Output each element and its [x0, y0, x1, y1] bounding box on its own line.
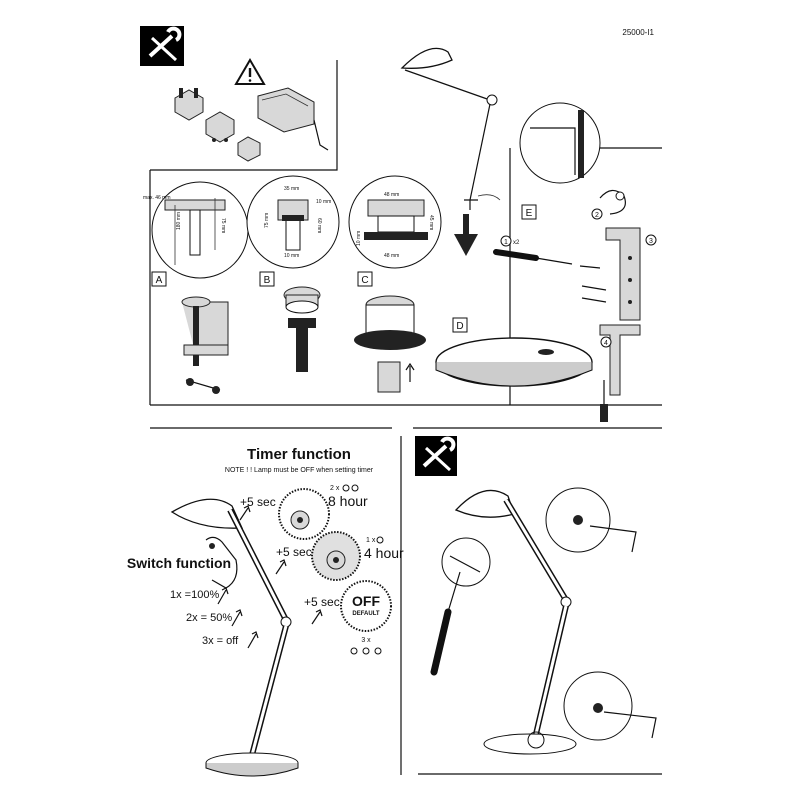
dim-c-48-top: 48 mm [384, 192, 399, 198]
dim-a-max: max. 46 mm [143, 195, 171, 201]
base-insert-illustration [354, 295, 426, 393]
svg-text:A: A [156, 275, 163, 286]
timer-note: NOTE ! ! Lamp must be OFF when setting t… [225, 467, 374, 474]
svg-text:4: 4 [604, 340, 608, 347]
svg-text:B: B [264, 275, 271, 286]
detail-circle-a [151, 181, 249, 279]
power-adapter-illustration [174, 87, 329, 162]
timer-dial-off [340, 580, 392, 632]
timer-count-3x: 3 x [361, 637, 371, 644]
step-1-quantity: x2 [513, 240, 520, 246]
timer-off: OFF [352, 593, 380, 609]
timer-title: Timer function [247, 446, 351, 463]
timer-plus5-third: +5 sec [304, 595, 340, 609]
bottom-frame [150, 427, 662, 775]
tool-icon [140, 26, 184, 66]
step-1-marker: 1 [500, 235, 512, 247]
warning-triangle-icon [234, 58, 266, 85]
switch-level-50: 2x = 50% [186, 612, 232, 624]
lamp-head-top-illustration [400, 47, 501, 210]
step-4-marker: 4 [600, 336, 612, 348]
timer-count-2x: 2 x [330, 485, 340, 492]
tool-icon-second [415, 436, 457, 476]
timer-arrows [239, 505, 323, 625]
down-arrow-icon [454, 214, 478, 256]
lamp-adjustment-illustration [430, 487, 657, 755]
document-code: 25000-I1 [622, 28, 654, 37]
panel-label-a: A [151, 271, 167, 287]
dim-a-180: 180 mm [176, 212, 182, 230]
svg-text:D: D [456, 321, 463, 332]
dim-b-10-top: 10 mm [316, 199, 331, 205]
bulb-icon-2x [342, 484, 359, 492]
detail-circle-c [348, 175, 442, 269]
panel-label-b: B [259, 271, 275, 287]
step-2-marker: 2 [591, 208, 603, 220]
table-clamp-illustration [181, 296, 229, 394]
dim-c-10: 10 mm [356, 231, 362, 246]
svg-text:3: 3 [649, 238, 653, 245]
switch-title: Switch function [127, 555, 231, 571]
dim-b-10-bottom: 10 mm [284, 253, 299, 259]
lamp-base-illustration [435, 337, 593, 387]
timer-default: DEFAULT [352, 611, 380, 617]
dim-c-45: 45 mm [428, 215, 434, 230]
switch-level-100: 1x =100% [170, 589, 219, 601]
panel-label-d: D [452, 317, 468, 333]
svg-text:C: C [361, 275, 368, 286]
panel-label-e: E [521, 204, 537, 220]
dim-b-60: 60 mm [316, 218, 322, 233]
timer-count-1x: 1 x [366, 537, 376, 544]
timer-8-hour: 8 hour [328, 493, 368, 509]
svg-text:E: E [526, 208, 533, 219]
switch-arrows [217, 587, 259, 649]
step-3-marker: 3 [645, 234, 657, 246]
svg-text:2: 2 [595, 212, 599, 219]
timer-dial-8-hour [278, 488, 330, 540]
svg-text:1: 1 [504, 239, 508, 246]
bulb-icon-3x [350, 647, 382, 655]
detail-circle-b [246, 175, 340, 269]
dim-b-75: 75 mm [264, 213, 270, 228]
lamp-side-view-illustration [170, 498, 299, 777]
timer-plus5-second: +5 sec [276, 545, 312, 559]
timer-plus5-first: +5 sec [240, 495, 276, 509]
timer-4-hour: 4 hour [364, 545, 404, 561]
dim-b-35: 35 mm [284, 186, 299, 192]
wall-mount-illustration [493, 102, 641, 422]
timer-dial-4-hour [311, 531, 361, 581]
bulb-icon-1x [376, 536, 384, 544]
panel-label-c: C [357, 271, 373, 287]
dim-a-75: 75 mm [220, 218, 226, 233]
screw-insert-illustration [283, 286, 321, 372]
switch-level-off: 3x = off [202, 635, 239, 647]
dim-c-48-bottom: 48 mm [384, 253, 399, 259]
